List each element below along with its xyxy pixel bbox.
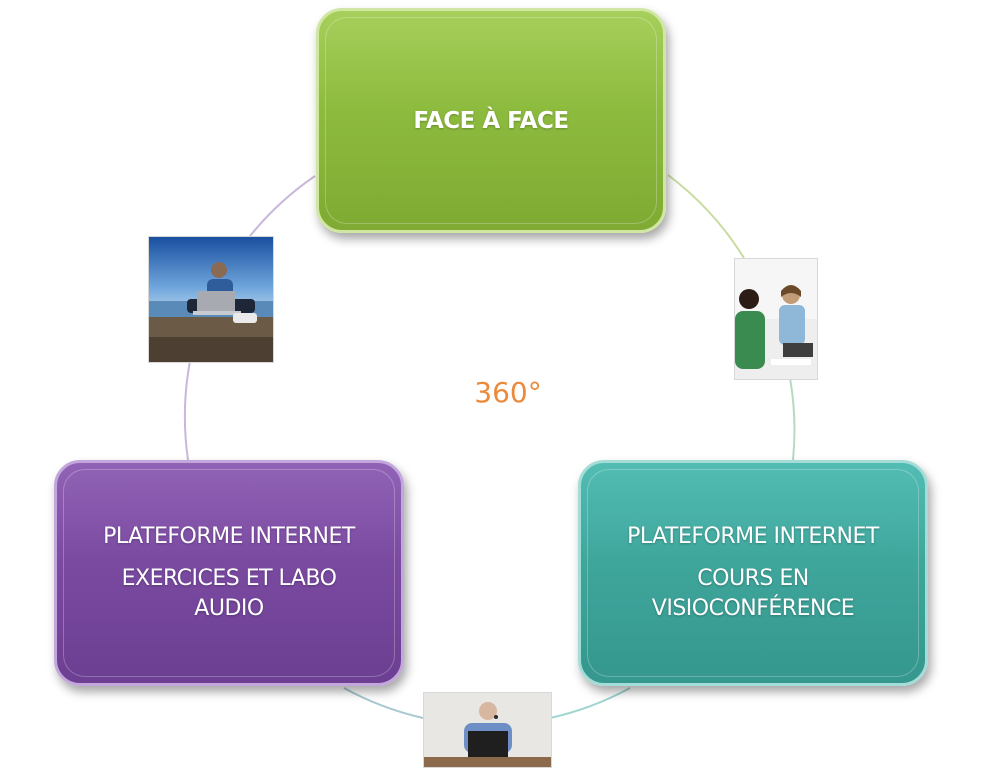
laptop-by-sea-photo	[148, 236, 274, 363]
face-to-face-box: FACE À FACE	[316, 8, 666, 233]
conversation-photo	[734, 258, 818, 380]
platform-audio-line3: AUDIO	[194, 596, 264, 621]
platform-video-line3: VISIOCONFÉRENCE	[651, 596, 855, 621]
face-to-face-label: FACE À FACE	[413, 107, 569, 134]
platform-audio-box: PLATEFORME INTERNET EXERCICES ET LABO AU…	[54, 460, 404, 686]
platform-video-box: PLATEFORME INTERNET COURS EN VISIOCONFÉR…	[578, 460, 928, 686]
ring-arc-right	[789, 377, 796, 461]
ring-arc-bottom-left	[343, 687, 424, 719]
platform-audio-line2: EXERCICES ET LABO	[121, 566, 337, 591]
headset-laptop-photo	[423, 692, 552, 768]
platform-video-line2: COURS EN	[697, 566, 809, 591]
ring-arc-left	[183, 360, 191, 461]
center-label: 360°	[474, 376, 542, 409]
platform-audio-title: PLATEFORME INTERNET	[103, 524, 355, 549]
ring-arc-bottom-right	[549, 687, 631, 719]
ring-arc-top-right	[667, 174, 745, 259]
platform-video-title: PLATEFORME INTERNET	[627, 524, 879, 549]
ring-arc-top-left	[249, 175, 316, 237]
